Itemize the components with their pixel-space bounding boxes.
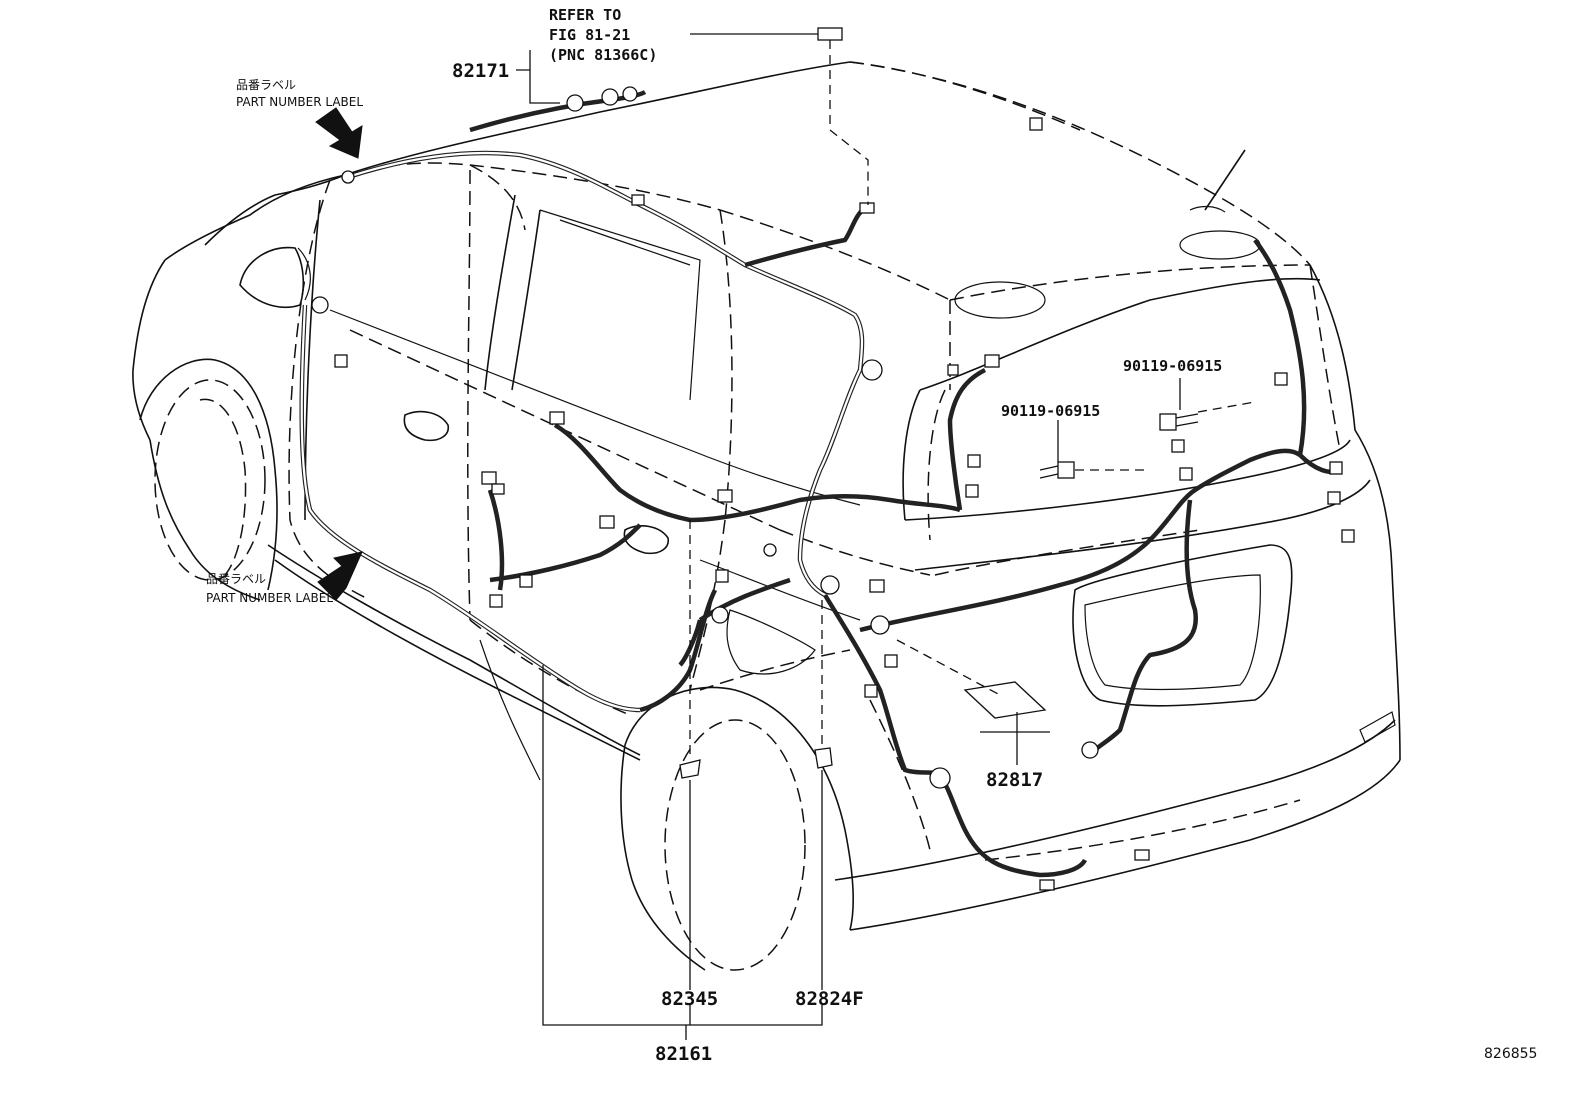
- connector-icon: [481, 471, 497, 485]
- labels: REFER TO FIG 81-21 (PNC 81366C) 82171 品番…: [206, 6, 1537, 1065]
- car-body-outline: [132, 61, 1401, 971]
- connector-icon: [601, 88, 619, 106]
- part-label-en-top: PART NUMBER LABEL: [236, 95, 363, 109]
- arrow-icon: [317, 551, 363, 601]
- connector-icon: [599, 515, 615, 529]
- part-label-jp-bottom: 品番ラベル: [206, 572, 266, 586]
- part-number-82171[interactable]: 82171: [452, 60, 509, 82]
- connector-icon: [817, 27, 843, 41]
- clip-icon: [679, 759, 701, 779]
- wire-harness: [299, 89, 1342, 878]
- connector-icon: [859, 202, 875, 214]
- part-number-82824f[interactable]: 82824F: [795, 988, 864, 1010]
- connectors: [311, 27, 1355, 891]
- part-label-jp-top: 品番ラベル: [236, 78, 296, 92]
- refer-pnc-text: (PNC 81366C): [549, 46, 657, 64]
- connector-icon: [631, 194, 645, 206]
- connector-icon: [566, 94, 584, 112]
- arrow-icon: [315, 107, 363, 159]
- connector-icon: [1039, 879, 1055, 891]
- part-number-82161[interactable]: 82161: [655, 1043, 712, 1065]
- grommet-icon: [861, 359, 883, 381]
- connector-icon: [947, 364, 959, 376]
- connector-icon: [311, 296, 329, 314]
- grommet-icon: [870, 615, 890, 635]
- grommet-icon: [929, 767, 951, 789]
- leader-lines: [516, 33, 1256, 1040]
- grommet-icon: [1081, 741, 1099, 759]
- connector-icon: [984, 354, 1000, 368]
- connector-icon: [717, 489, 733, 503]
- connector-icon: [1029, 117, 1043, 131]
- connector-icon: [884, 654, 898, 668]
- bolt-icon: [1039, 461, 1075, 479]
- connector-icon: [965, 484, 979, 498]
- grommet-icon: [711, 606, 729, 624]
- grommet-icon: [820, 575, 840, 595]
- connector-icon: [1327, 491, 1341, 505]
- connector-icon: [334, 354, 348, 368]
- connector-icon: [869, 579, 885, 593]
- connector-icon: [1274, 372, 1288, 386]
- label-plate-icon: [963, 681, 1047, 719]
- connector-icon: [1171, 439, 1185, 453]
- figure-reference: 826855: [1484, 1046, 1537, 1062]
- part-number-90119-right[interactable]: 90119-06915: [1123, 357, 1222, 375]
- connector-icon: [967, 454, 981, 468]
- refer-to-text: REFER TO: [549, 6, 621, 24]
- connector-icon: [1329, 461, 1343, 475]
- clip-icon: [814, 747, 833, 769]
- connector-icon: [549, 411, 565, 425]
- bolt-icon: [1159, 413, 1199, 431]
- connector-icon: [864, 684, 878, 698]
- connector-icon: [622, 86, 638, 102]
- part-number-82817[interactable]: 82817: [986, 769, 1043, 791]
- connector-icon: [341, 170, 355, 184]
- connector-icon: [1134, 849, 1150, 861]
- connector-icon: [715, 569, 729, 583]
- hidden-body-lines: [154, 61, 1341, 971]
- part-number-82345[interactable]: 82345: [661, 988, 718, 1010]
- connector-icon: [763, 543, 777, 557]
- part-number-90119-left[interactable]: 90119-06915: [1001, 402, 1100, 420]
- connector-icon: [1341, 529, 1355, 543]
- connector-icon: [491, 483, 505, 495]
- connector-icon: [1179, 467, 1193, 481]
- refer-fig-text: FIG 81-21: [549, 26, 630, 44]
- connector-icon: [519, 574, 533, 588]
- connector-icon: [489, 594, 503, 608]
- part-label-en-bottom: PART NUMBER LABEL: [206, 591, 333, 605]
